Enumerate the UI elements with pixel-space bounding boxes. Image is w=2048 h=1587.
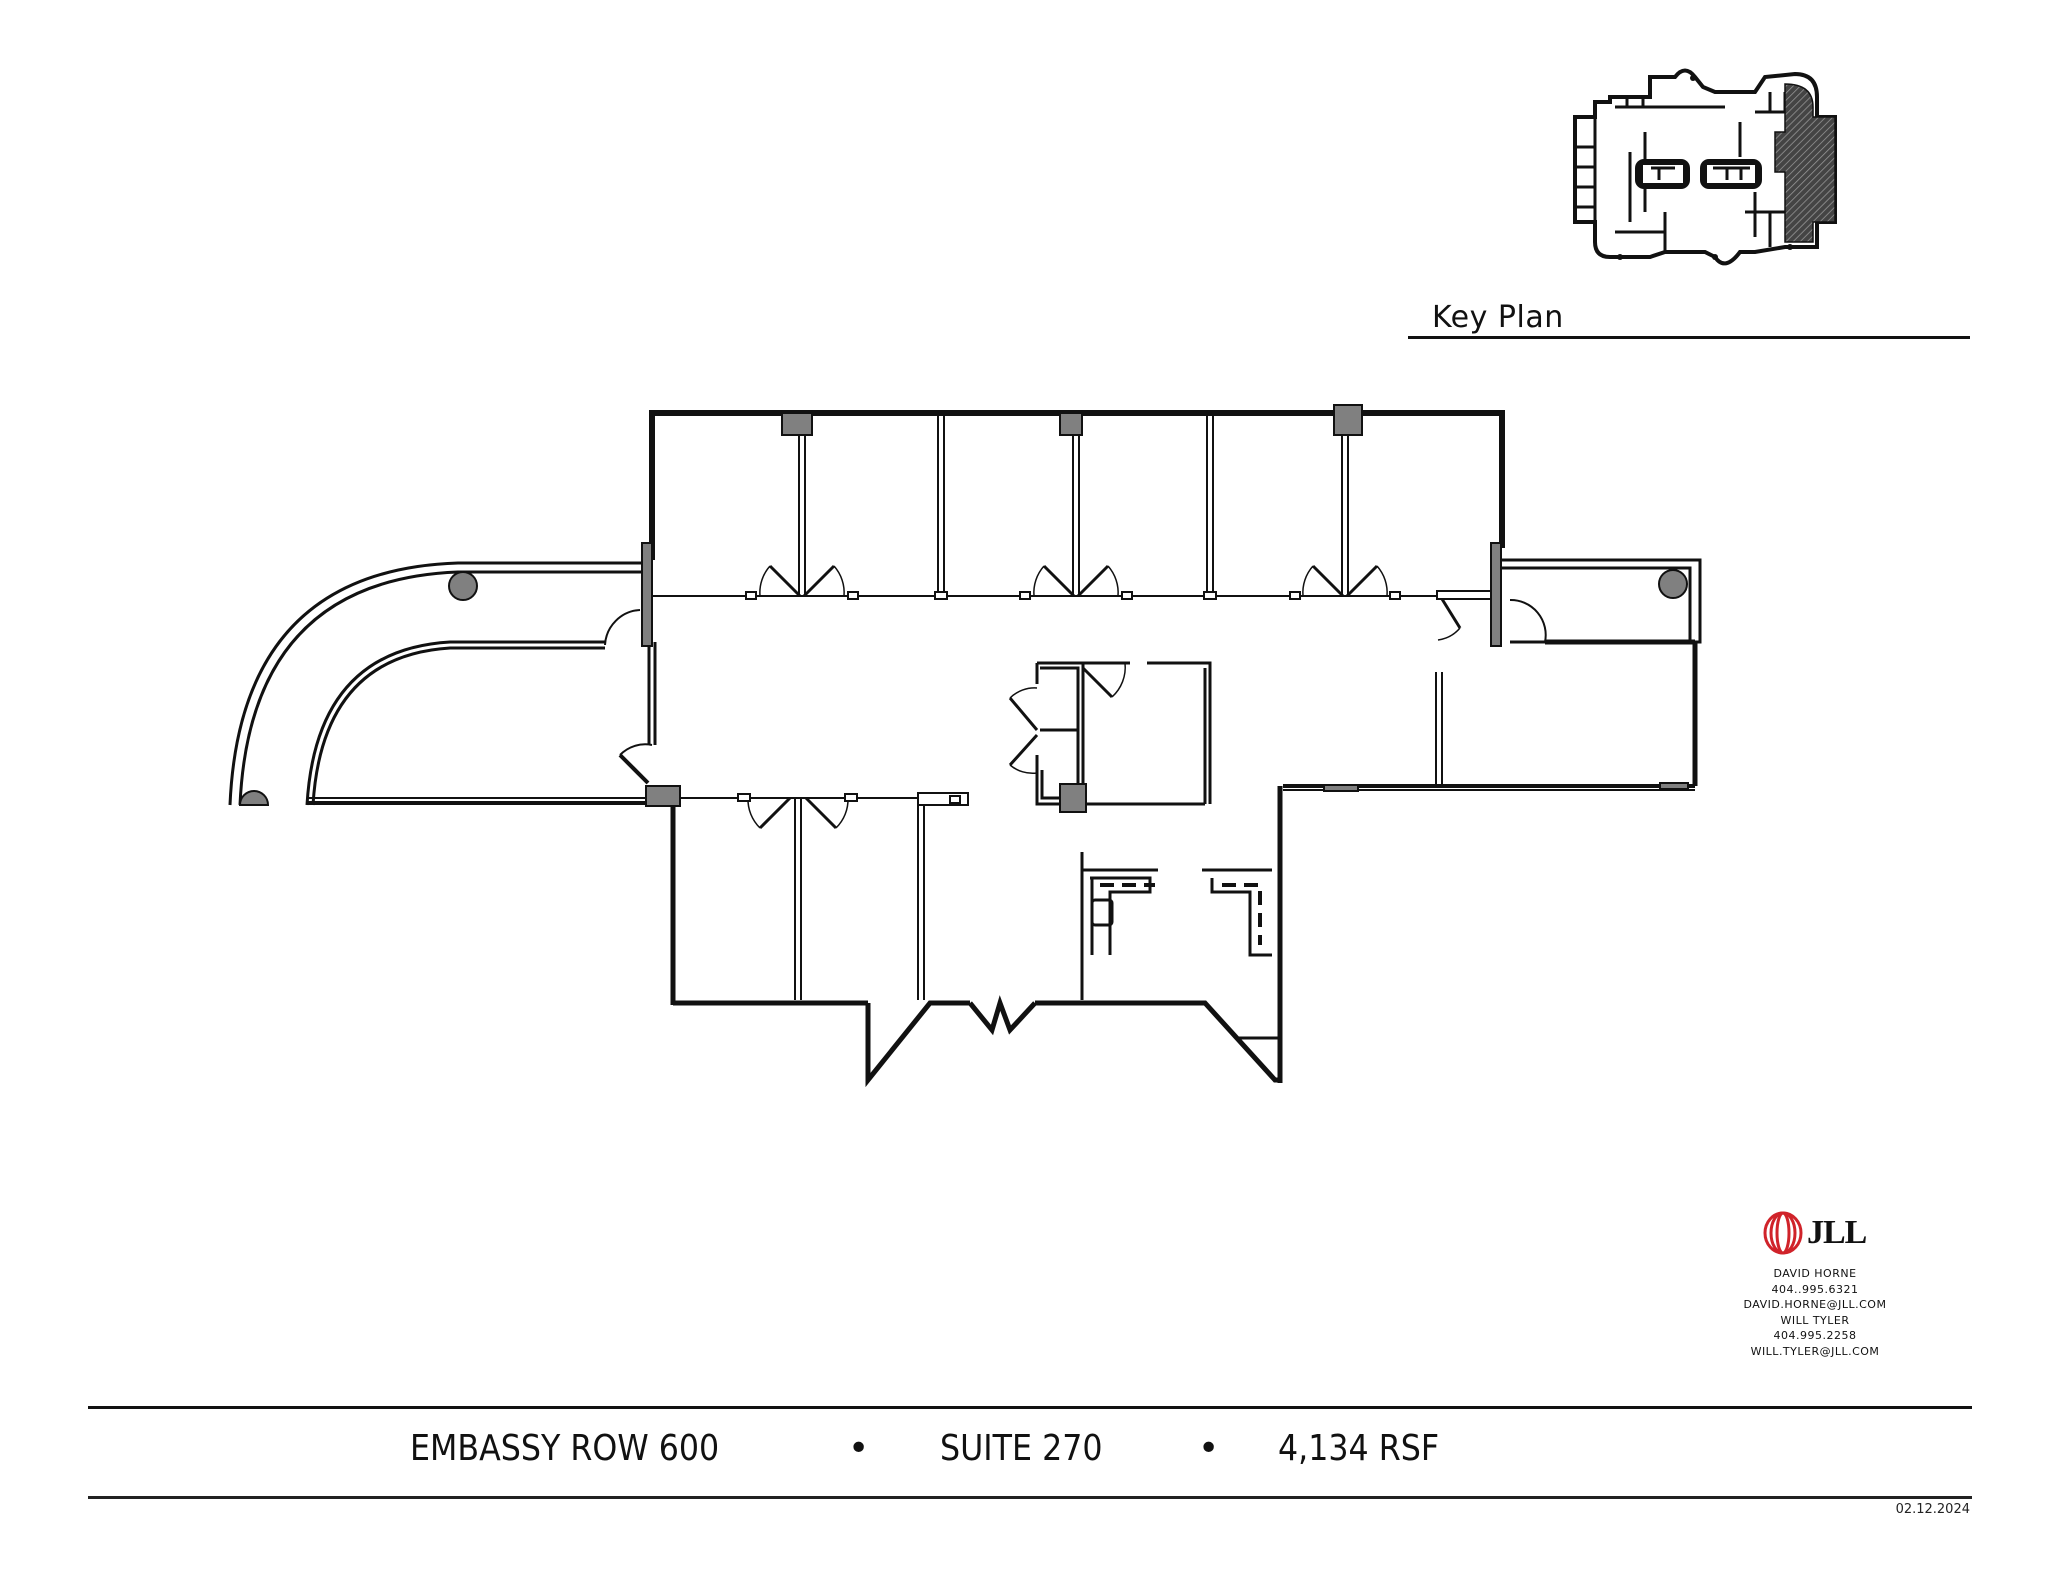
suite-number: SUITE 270 (940, 1428, 1103, 1469)
footer-bottom-rule (88, 1496, 1972, 1499)
footer-title-row: EMBASSY ROW 600 • SUITE 270 • 4,134 RSF (88, 1428, 1972, 1478)
rentable-area: 4,134 RSF (1278, 1428, 1440, 1469)
separator-dot: • (1198, 1428, 1220, 1469)
west-curved-wing-inner (305, 640, 605, 806)
west-curved-wing-outer (228, 561, 642, 806)
structural-columns (641, 404, 1689, 813)
jll-logo-text: JLL (1807, 1214, 1867, 1251)
round-columns (238, 569, 1688, 806)
south-offices (665, 792, 969, 1005)
contact-name: WILL TYLER (1780, 1313, 1850, 1327)
footer-top-rule (88, 1406, 1972, 1409)
central-core (1008, 661, 1212, 806)
south-exterior-wall (673, 995, 1280, 1088)
plan-date: 02.12.2024 (1895, 1502, 1970, 1517)
kitchenette (1080, 852, 1272, 1000)
contact-block: DAVID HORNE 404..995.6321 DAVID.HORNE@JL… (1680, 1266, 1950, 1359)
north-office-doors (759, 564, 1388, 598)
jll-helix-icon (1763, 1211, 1803, 1255)
key-plan-label: Key Plan (1432, 300, 1564, 335)
jll-logo: JLL (1763, 1208, 1873, 1258)
building-name: EMBASSY ROW 600 (410, 1428, 720, 1469)
contact-name: DAVID HORNE (1773, 1267, 1857, 1280)
contact-phone: 404.995.2258 (1773, 1329, 1857, 1342)
contact-phone: 404..995.6321 (1771, 1282, 1859, 1296)
north-office-partitions (652, 416, 1488, 597)
separator-dot: • (848, 1428, 870, 1469)
key-plan-divider (1408, 336, 1970, 339)
contact-email[interactable]: WILL.TYLER@JLL.COM (1750, 1344, 1880, 1358)
contact-email[interactable]: DAVID.HORNE@JLL.COM (1743, 1298, 1887, 1311)
key-plan-diagram (1573, 68, 1837, 266)
